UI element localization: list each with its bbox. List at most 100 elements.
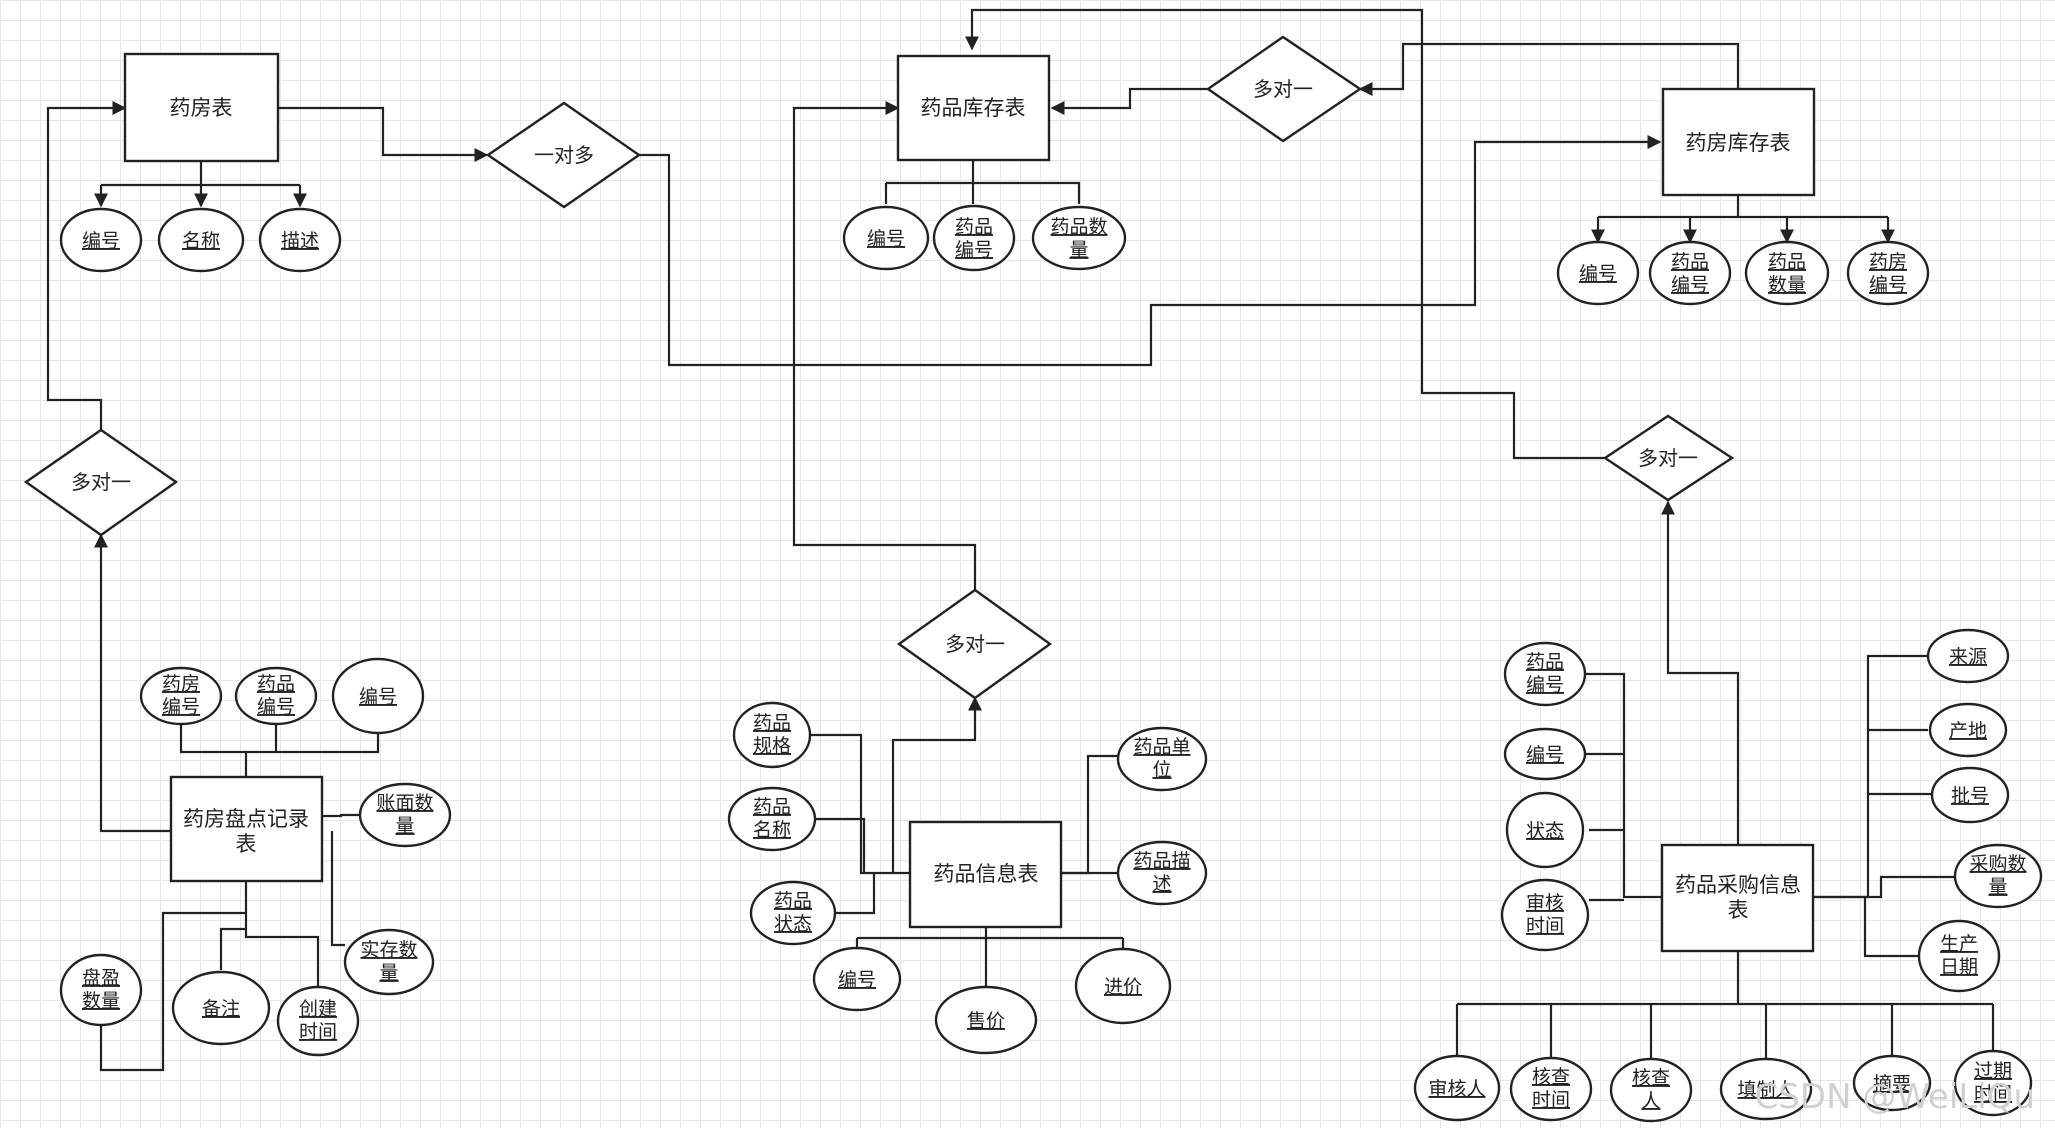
- svg-text:编号: 编号: [1671, 274, 1709, 296]
- svg-text:药品信息表: 药品信息表: [934, 862, 1039, 886]
- relationship-purchase-many-to-one[interactable]: 多对一: [1602, 414, 1735, 502]
- svg-text:描述: 描述: [281, 230, 319, 252]
- relationship-stock-many-to-one-top[interactable]: 多对一: [1205, 35, 1363, 143]
- entity-pharmacy-stock[interactable]: 药房库存表: [1661, 87, 1816, 197]
- svg-text:售价: 售价: [967, 1010, 1005, 1032]
- attr-purchase-expiry: 过期 时间: [1953, 1049, 2033, 1117]
- attr-purchase-checker: 核查 人: [1609, 1057, 1693, 1123]
- watermark-text: CSDN @WeiLiQu: [1755, 1077, 2035, 1117]
- attr-info-id: 编号: [812, 946, 902, 1012]
- svg-text:药品: 药品: [1768, 251, 1806, 273]
- connector-purchase-drugid: [1584, 672, 1662, 899]
- attr-pharmacy-id: 编号: [59, 207, 143, 273]
- attr-info-sale-price: 售价: [934, 985, 1038, 1055]
- entity-purchase[interactable]: 药品采购信息 表: [1660, 843, 1815, 953]
- attr-info-name: 药品 名称: [727, 786, 817, 852]
- attr-purchase-audit-time: 审核 时间: [1500, 878, 1590, 952]
- svg-text:采购数: 采购数: [1969, 853, 2026, 875]
- svg-text:数量: 数量: [1768, 274, 1806, 296]
- svg-text:编号: 编号: [1526, 674, 1564, 696]
- svg-text:多对一: 多对一: [945, 632, 1005, 656]
- connector-pharmacystock-to-n1: [1358, 42, 1740, 96]
- connector-info-unit: [1061, 754, 1118, 875]
- connector-count-actualqty: [330, 831, 345, 947]
- svg-text:时间: 时间: [1532, 1089, 1570, 1111]
- svg-text:量: 量: [395, 815, 414, 837]
- attr-info-spec: 药品 规格: [732, 701, 812, 769]
- attr-count-remark: 备注: [171, 970, 271, 1046]
- svg-text:位: 位: [1152, 759, 1171, 781]
- svg-text:摘要: 摘要: [1873, 1073, 1911, 1095]
- connector-purchase-to-n1: [1661, 500, 1740, 845]
- svg-text:时间: 时间: [299, 1021, 337, 1043]
- connectors: [46, 8, 1995, 1072]
- svg-text:生产: 生产: [1940, 933, 1978, 955]
- svg-text:药房: 药房: [162, 673, 200, 695]
- attr-count-pharmacy-id: 药房 编号: [139, 666, 223, 726]
- svg-text:审核人: 审核人: [1428, 1078, 1485, 1100]
- svg-text:批号: 批号: [1951, 785, 1989, 807]
- svg-text:人: 人: [1641, 1090, 1660, 1112]
- connector-1n-to-pharmacystock: [639, 135, 1662, 367]
- svg-text:编号: 编号: [1869, 274, 1907, 296]
- attr-stock-id: 编号: [842, 205, 930, 271]
- connector-pharmacy-to-1n: [279, 106, 489, 162]
- entity-pharmacy-count[interactable]: 药房盘点记录 表: [169, 775, 324, 883]
- svg-text:产地: 产地: [1949, 720, 1987, 742]
- attr-stock-qty: 药品数 量: [1031, 205, 1127, 271]
- connector-purchase-source: [1813, 654, 1928, 899]
- attr-info-cost-price: 进价: [1074, 947, 1172, 1025]
- svg-text:多对一: 多对一: [1253, 77, 1313, 101]
- attr-count-surplus-qty: 盘盈 数量: [59, 953, 143, 1027]
- attr-pstock-qty: 药品 数量: [1744, 240, 1830, 306]
- svg-text:核查: 核查: [1632, 1067, 1670, 1089]
- svg-text:盘盈: 盘盈: [82, 967, 120, 989]
- attr-purchase-check-time: 核查 时间: [1509, 1056, 1593, 1122]
- connector-count-to-n1: [94, 533, 171, 833]
- svg-text:名称: 名称: [182, 230, 220, 252]
- svg-text:编号: 编号: [955, 239, 993, 261]
- attr-purchase-qty: 采购数 量: [1953, 843, 2043, 909]
- svg-text:述: 述: [1152, 873, 1171, 895]
- entity-drug-info[interactable]: 药品信息表: [908, 820, 1063, 929]
- relationship-pharmacy-one-to-many[interactable]: 一对多: [485, 101, 642, 209]
- svg-text:药品: 药品: [1526, 651, 1564, 673]
- attr-count-drug-id: 药品 编号: [234, 666, 318, 726]
- attr-purchase-origin: 产地: [1928, 702, 2008, 758]
- svg-text:药品: 药品: [753, 712, 791, 734]
- connector-count-remark: [219, 927, 246, 970]
- svg-text:实存数: 实存数: [360, 939, 417, 961]
- connector-info-status: [835, 873, 876, 915]
- svg-text:多对一: 多对一: [1638, 446, 1698, 470]
- entity-pharmacy[interactable]: 药房表: [123, 52, 280, 163]
- connector-count-surplus: [99, 911, 246, 1072]
- attr-purchase-drug-id: 药品 编号: [1503, 641, 1587, 707]
- connector-count-created: [244, 881, 320, 1011]
- svg-text:核查: 核查: [1532, 1066, 1570, 1088]
- svg-text:药品: 药品: [774, 890, 812, 912]
- attr-stock-drug-id: 药品 编号: [932, 204, 1016, 272]
- attr-pstock-pharmacy-id: 药房 编号: [1846, 240, 1930, 306]
- attr-count-actual-qty: 实存数 量: [343, 928, 435, 996]
- attr-purchase-batch: 批号: [1930, 766, 2010, 824]
- attr-count-id: 编号: [331, 657, 425, 735]
- connector-info-to-n1: [891, 696, 982, 873]
- svg-text:药品单: 药品单: [1133, 736, 1190, 758]
- entity-drug-stock[interactable]: 药品库存表: [896, 54, 1051, 162]
- svg-text:表: 表: [236, 832, 257, 856]
- svg-text:数量: 数量: [82, 990, 120, 1012]
- svg-text:量: 量: [1988, 876, 2007, 898]
- connector-count-n1-to-pharmacy: [46, 101, 127, 430]
- svg-text:状态: 状态: [774, 913, 812, 935]
- svg-text:表: 表: [1728, 898, 1749, 922]
- connector-n1-to-stock-2: [792, 101, 977, 590]
- svg-text:一对多: 一对多: [534, 143, 594, 167]
- attr-count-book-qty: 账面数 量: [358, 782, 452, 848]
- attr-info-desc: 药品描 述: [1116, 840, 1208, 906]
- attr-purchase-status: 状态: [1505, 791, 1585, 869]
- svg-text:多对一: 多对一: [71, 470, 131, 494]
- svg-text:规格: 规格: [753, 735, 791, 757]
- relationship-info-many-to-one[interactable]: 多对一: [896, 588, 1053, 700]
- relationship-count-many-to-one[interactable]: 多对一: [23, 428, 179, 537]
